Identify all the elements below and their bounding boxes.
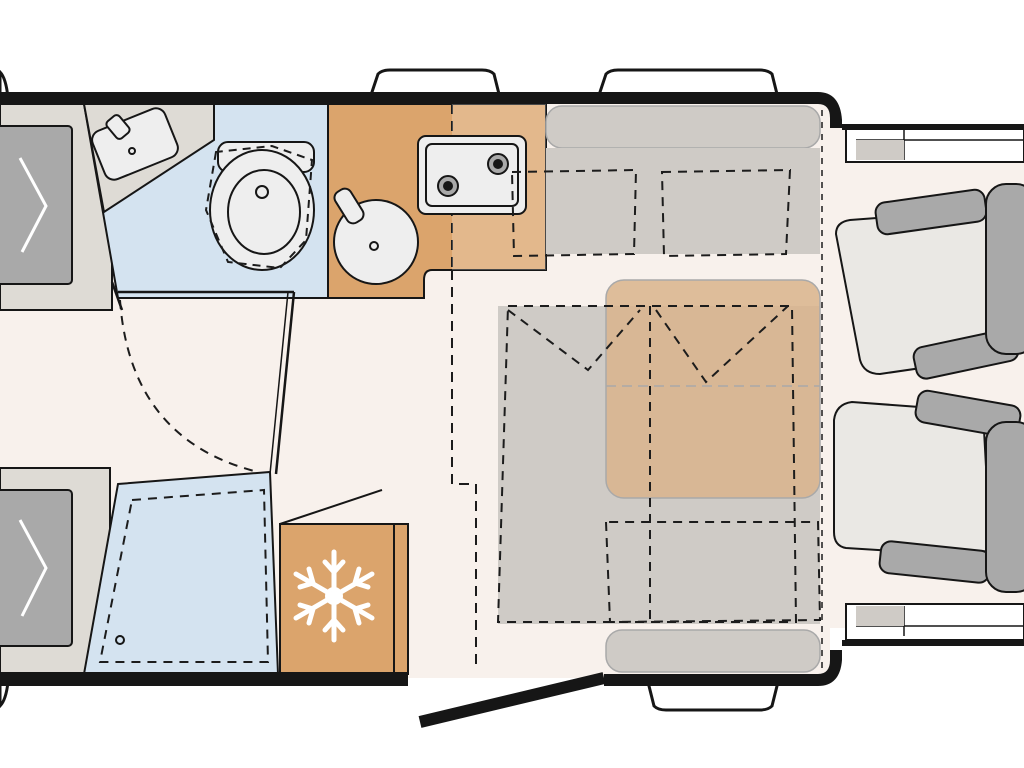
cab-window-bottom (845, 603, 1024, 641)
hanger-hook (18, 157, 48, 253)
toilet-icon (204, 141, 315, 271)
aisle-dashed (451, 270, 477, 668)
cab-seat-passenger (833, 389, 1024, 593)
hob-icon (417, 135, 527, 215)
window-tab (367, 68, 502, 100)
wall-top (0, 92, 842, 128)
top-bench-seat (546, 148, 820, 254)
kitchen-counter (327, 103, 547, 299)
bed-conversion-dashed (496, 305, 798, 623)
bathroom (82, 103, 329, 299)
hanger-icon (0, 125, 73, 285)
window-tab (646, 680, 780, 712)
door-icon (418, 672, 606, 728)
round-sink-icon (333, 187, 419, 285)
top-bench-backrest (545, 105, 821, 149)
window-tab (595, 68, 780, 100)
refrigerator (279, 489, 409, 675)
hanger-hook (18, 519, 48, 617)
outer-walls (0, 92, 1024, 686)
entrance-door-leaf (418, 672, 606, 728)
toilet-swing-dashed (204, 144, 314, 270)
wash-basin-icon (91, 107, 179, 181)
cab-seat-driver (834, 183, 1024, 380)
snowflake-icon (293, 549, 375, 643)
wall-bottom (0, 672, 408, 686)
dinette-table (605, 279, 821, 499)
wall-bottom-cab (842, 640, 1024, 646)
cab-window-top (845, 125, 1024, 163)
bathroom-door (110, 281, 296, 475)
dinette-bench (510, 105, 821, 258)
sofa-backrest-bottom (605, 629, 821, 673)
wall-top-cab (842, 124, 1024, 130)
wall-bottom-right (604, 650, 842, 686)
skylights-bottom (0, 680, 780, 712)
hanger-icon (0, 489, 73, 647)
door-swing-dashed (119, 299, 259, 473)
